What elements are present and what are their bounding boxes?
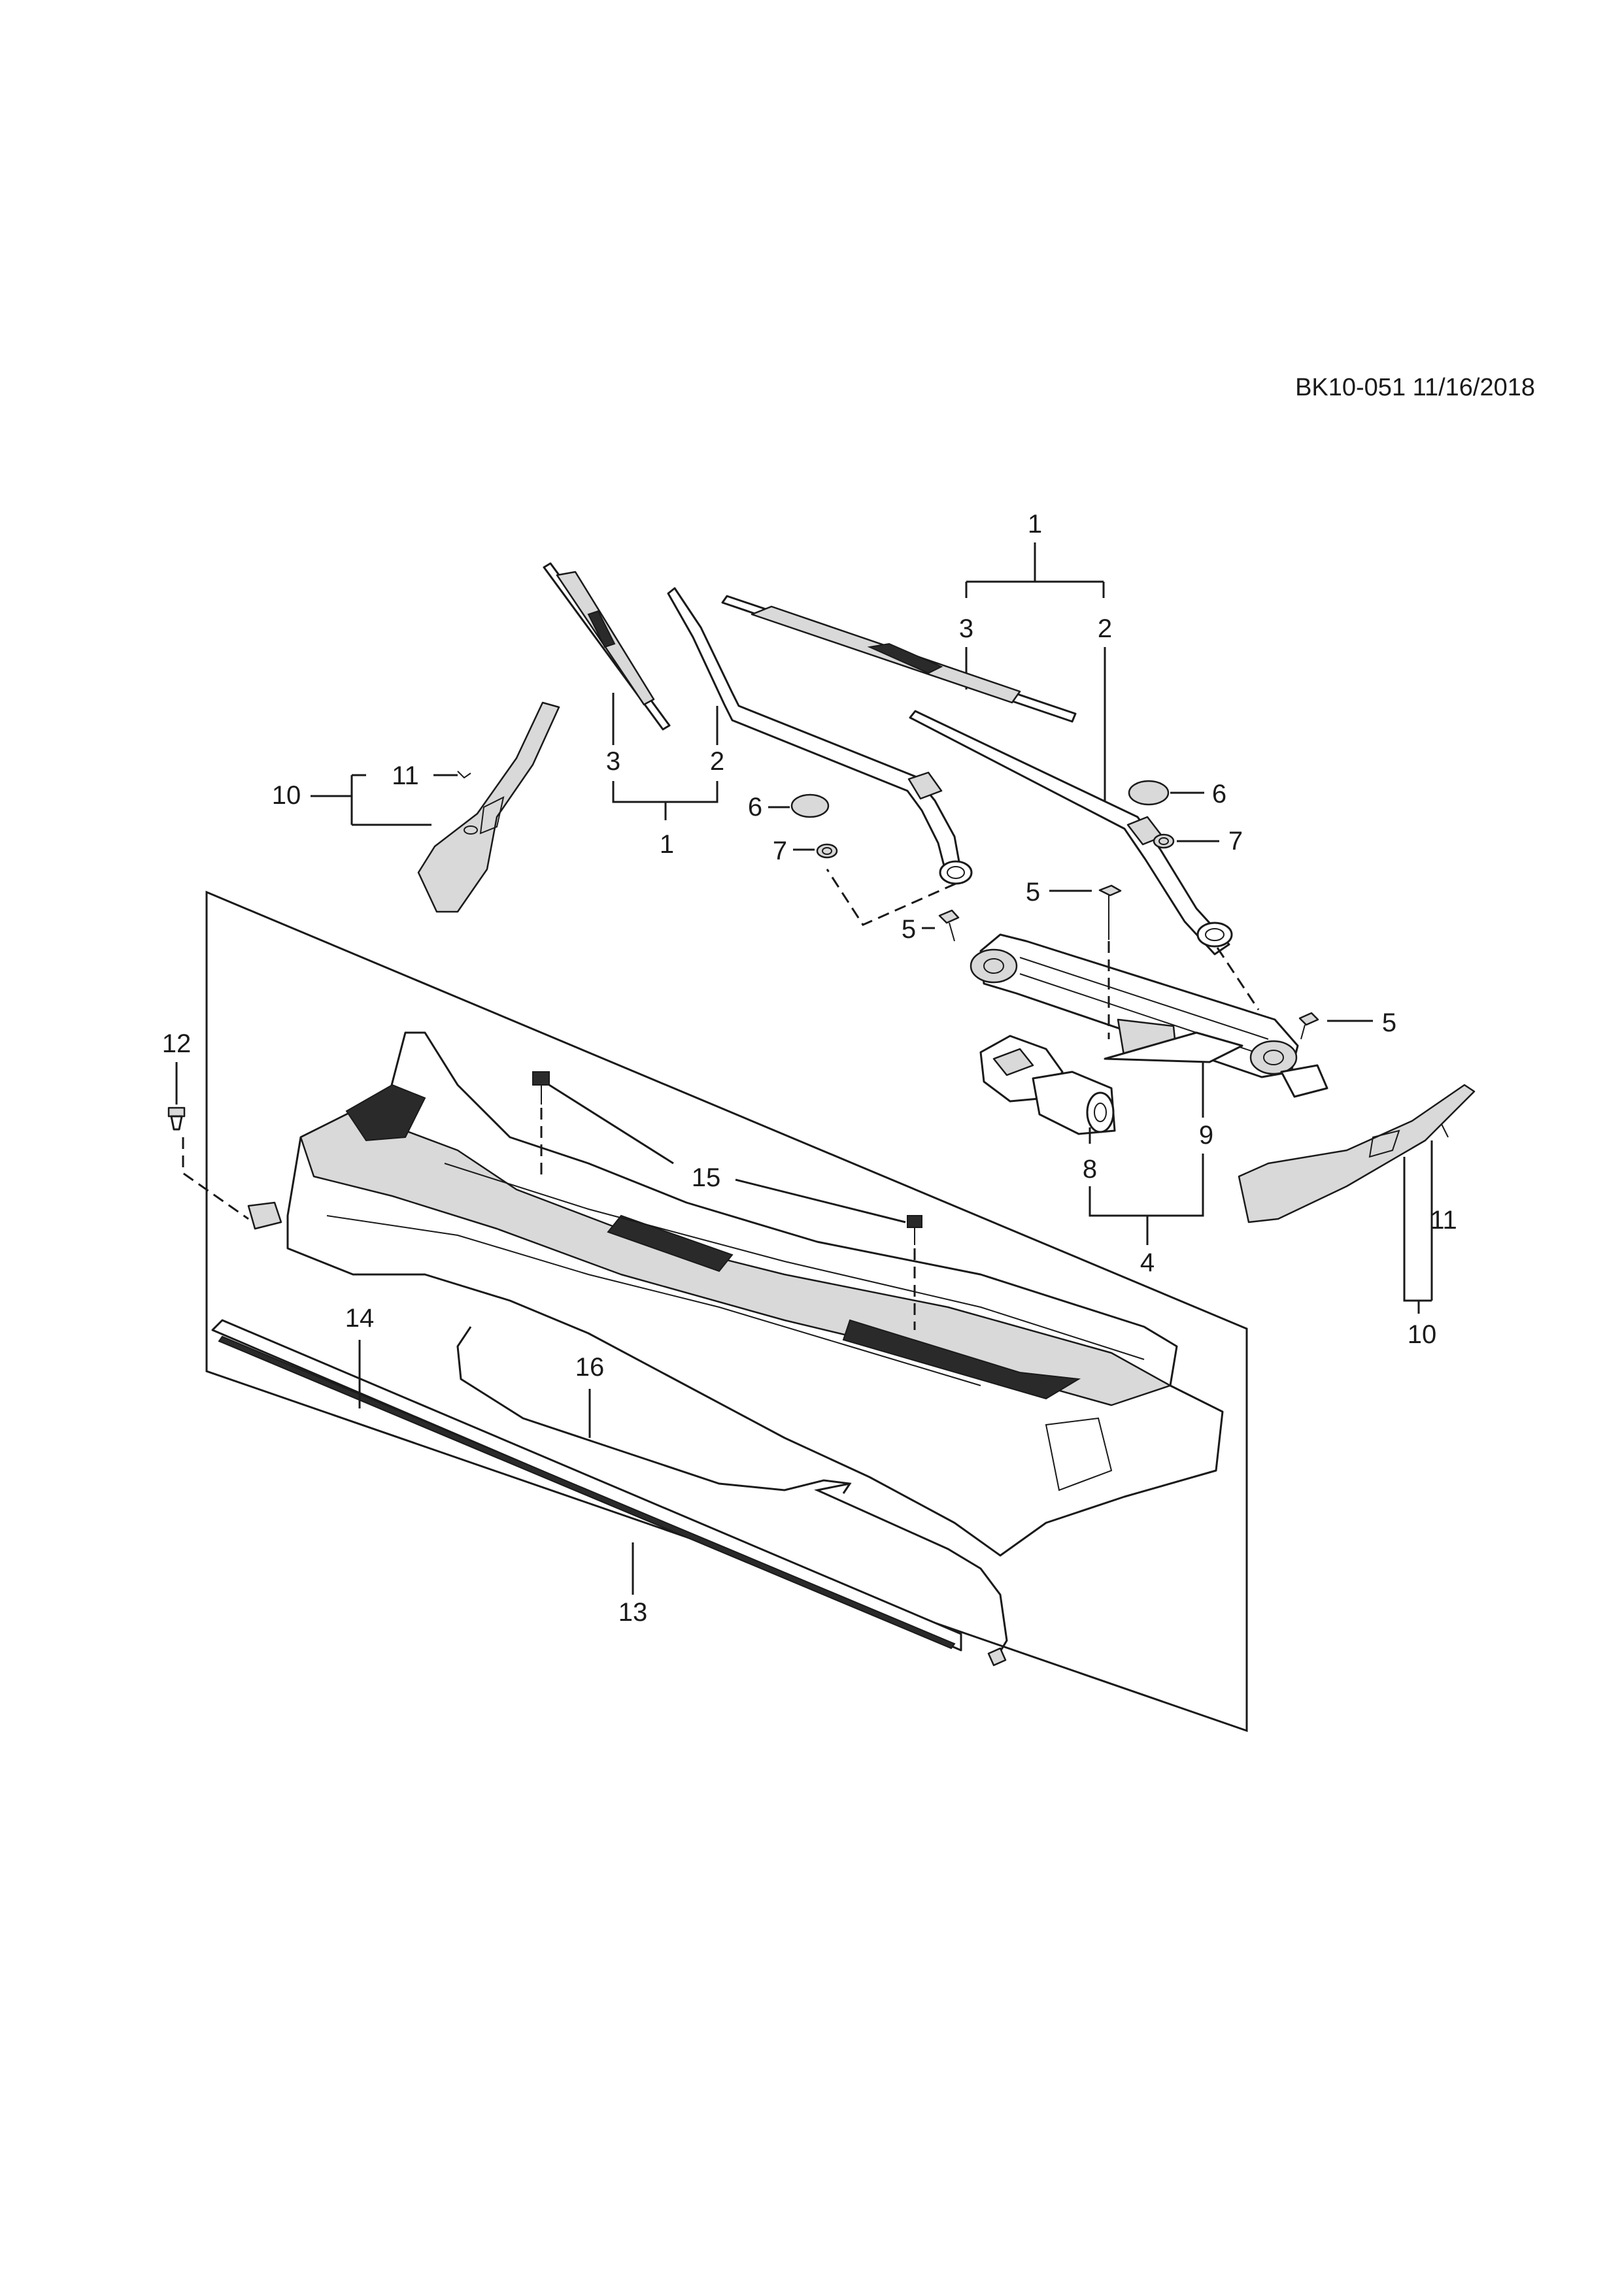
- seal-strip: [211, 1319, 962, 1652]
- wiper-arm-left: [667, 587, 973, 885]
- bracket-4: [1089, 1154, 1204, 1245]
- washer-hose-end: [814, 1482, 1008, 1657]
- callout-1-left: 1: [660, 830, 674, 859]
- clip-15-a: [532, 1071, 550, 1105]
- callout-4: 4: [1140, 1248, 1155, 1277]
- callout-11-right: 11: [1430, 1206, 1457, 1235]
- wiper-blade-right: [721, 595, 1077, 723]
- fasteners-5: [938, 884, 1319, 1040]
- bracket-1-left: [612, 781, 718, 820]
- callout-7-right: 7: [1228, 827, 1243, 856]
- callout-5-c: 5: [1382, 1008, 1396, 1037]
- bracket-10-right: [1403, 1140, 1433, 1302]
- callout-3-top: 3: [959, 614, 973, 643]
- leader-15-a: [549, 1084, 674, 1165]
- hose-connector: [987, 1647, 1007, 1667]
- wiper-motor: [979, 1035, 1116, 1135]
- callout-13: 13: [618, 1598, 648, 1627]
- callout-8: 8: [1083, 1155, 1097, 1184]
- callout-3-left: 3: [606, 747, 620, 776]
- callout-7-left: 7: [773, 837, 787, 865]
- clip-15-b: [907, 1215, 922, 1245]
- washer-hose: [456, 1326, 852, 1494]
- callout-5-b: 5: [902, 915, 916, 944]
- callout-5-a: 5: [1026, 878, 1040, 907]
- callout-2-left: 2: [710, 747, 724, 776]
- cap-6-right: [1128, 780, 1170, 806]
- wiper-linkage: [970, 933, 1328, 1098]
- document-code: BK10-051 11/16/2018: [1295, 374, 1535, 401]
- callout-2-top: 2: [1098, 614, 1112, 643]
- callout-10-left: 10: [272, 781, 301, 810]
- bracket-1-top: [965, 542, 1105, 598]
- callout-6-left: 6: [748, 793, 762, 822]
- callout-9: 9: [1199, 1121, 1213, 1150]
- clip-11-left: [457, 771, 471, 779]
- callout-group-1-top: 1 3 2: [959, 510, 1112, 814]
- callout-14: 14: [345, 1304, 375, 1333]
- dashed-leader-left-arm: [826, 869, 956, 926]
- clip-12: [167, 1106, 186, 1131]
- callout-6-right: 6: [1212, 780, 1226, 808]
- callout-group-1-left: 3 2 1: [606, 693, 724, 859]
- wiper-blade-left: [543, 562, 671, 731]
- callout-12: 12: [162, 1029, 192, 1058]
- clip-11-right: [1441, 1123, 1449, 1138]
- cowl-panel: [247, 1031, 1224, 1557]
- dashed-leader-12: [182, 1137, 249, 1220]
- cowl-panel-frame: [205, 890, 1248, 1733]
- callout-15: 15: [692, 1163, 721, 1192]
- side-cover-left: [417, 701, 560, 913]
- leader-15-b: [735, 1178, 906, 1223]
- callout-11-left: 11: [392, 761, 419, 790]
- callout-1-top: 1: [1028, 510, 1042, 539]
- callout-16: 16: [575, 1353, 605, 1382]
- callout-10-right: 10: [1408, 1320, 1437, 1349]
- side-cover-right: [1238, 1084, 1476, 1223]
- nut-7-right: [1153, 833, 1175, 849]
- nut-7-left: [816, 843, 838, 859]
- bracket-10-left: [350, 774, 431, 826]
- cap-6-left: [790, 793, 830, 818]
- dashed-leader-right-arm: [1216, 947, 1260, 1010]
